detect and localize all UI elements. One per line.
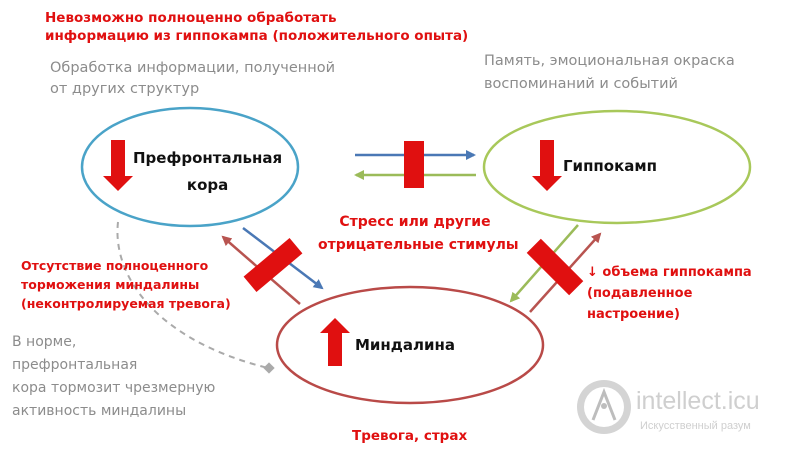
dashed-line-endpoint: [263, 362, 275, 374]
hippocampus-ellipse: [482, 109, 752, 225]
memory-note: Память, эмоциональная окраска воспоминан…: [484, 53, 735, 92]
normal-inhibition-dashed-line: [116, 221, 269, 369]
prefrontal-cortex-label: Префронтальная кора: [133, 149, 283, 194]
watermark-brand: intellect.icu: [636, 387, 760, 415]
hippocampus-volume-label: ↓ объема гиппокампа (подавленное настрое…: [587, 265, 752, 322]
processing-note: Обработка информации, полученной от друг…: [50, 60, 336, 97]
amygdala-label: Миндалина: [355, 336, 456, 354]
amygdala-ellipse: [275, 285, 545, 405]
hippocampus-label: Гиппокамп: [563, 157, 658, 175]
prefrontal-decrease-arrow: [103, 140, 133, 191]
watermark-tagline: Искусственный разум: [640, 420, 751, 432]
amygdala-increase-arrow: [320, 318, 350, 366]
top-warning-text: Невозможно полноценно обработать информа…: [45, 10, 469, 44]
watermark-logo: [577, 380, 631, 434]
block-bar-hippocampus-amygdala: [526, 238, 584, 296]
prefrontal-ellipse: [80, 106, 300, 228]
stress-label: Стресс или другие отрицательные стимулы: [318, 214, 519, 253]
inhibition-absence-label: Отсутствие полноценного торможения минда…: [21, 258, 231, 311]
block-bar-prefrontal-amygdala: [243, 238, 303, 292]
hippocampus-decrease-arrow: [532, 140, 562, 191]
block-bar-prefrontal-hippocampus: [404, 141, 424, 188]
anxiety-fear-label: Тревога, страх: [352, 428, 468, 444]
normal-note: В норме, префронтальная кора тормозит чр…: [12, 334, 216, 419]
